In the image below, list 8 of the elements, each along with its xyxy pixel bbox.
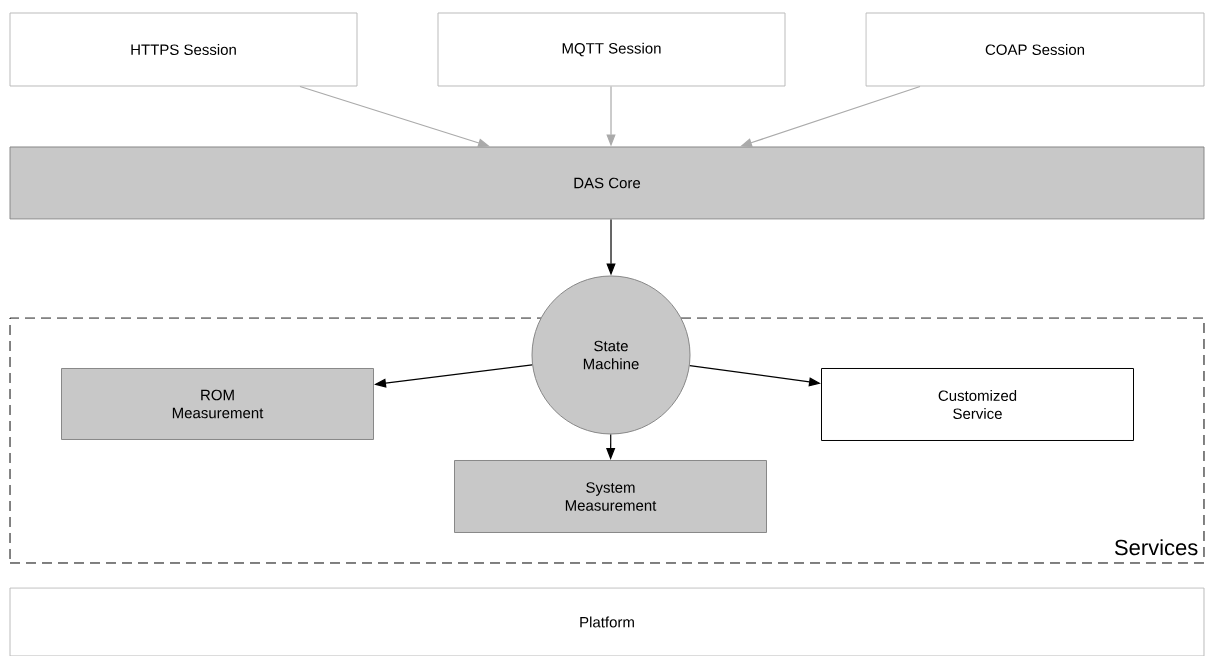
core-box: DAS Core — [9, 146, 1205, 220]
session-box: HTTPS Session — [9, 12, 358, 87]
service-box: Customized Service — [821, 368, 1134, 441]
session-box: COAP Session — [865, 12, 1205, 87]
service-box: System Measurement — [454, 460, 767, 533]
session-box: MQTT Session — [437, 12, 786, 87]
service-box: ROM Measurement — [61, 368, 374, 440]
platform-box: Platform — [9, 587, 1205, 656]
